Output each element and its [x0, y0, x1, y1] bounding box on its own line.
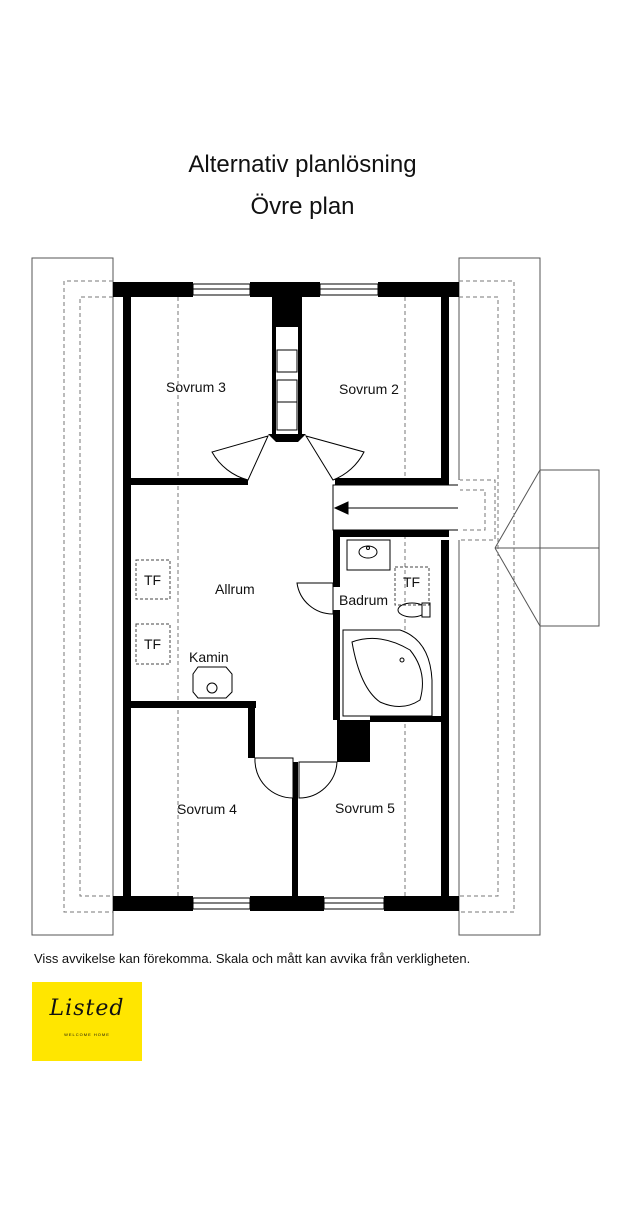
fireplace-icon: [192, 666, 233, 699]
windows: [192, 283, 385, 910]
tf-label: TF: [144, 636, 161, 652]
plan-subtitle: Övre plan: [250, 193, 355, 220]
disclaimer-text: Viss avvikelse kan förekomma. Skala och …: [34, 951, 471, 966]
bathroom-fixtures: [342, 539, 433, 717]
room-label-sovrum-2: Sovrum 2: [339, 381, 399, 397]
logo-wordmark: Listed: [49, 996, 125, 1021]
walls: [113, 282, 459, 911]
room-label-badrum: Badrum: [339, 592, 388, 608]
roof-dashed-lines: [63, 280, 515, 913]
logo-tagline: WELCOME HOME: [64, 1032, 110, 1037]
listed-logo: Listed WELCOME HOME: [32, 982, 142, 1061]
floor-plan: Sovrum 3 Sovrum 2 Allrum Badrum Kamin So…: [31, 257, 600, 936]
tf-label: TF: [144, 572, 161, 588]
stairs: [332, 480, 460, 540]
room-label-sovrum-5: Sovrum 5: [335, 800, 395, 816]
plan-title: Alternativ planlösning: [188, 151, 417, 178]
toilet-icon: [397, 602, 431, 618]
doors: [211, 435, 365, 799]
room-label-allrum: Allrum: [215, 581, 255, 597]
tf-label: TF: [403, 574, 420, 590]
chimney-inner: [276, 349, 298, 431]
room-label-sovrum-3: Sovrum 3: [166, 379, 226, 395]
roof-outline: [31, 257, 600, 936]
room-label-kamin: Kamin: [189, 649, 229, 665]
bathtub-icon: [342, 629, 433, 717]
room-label-sovrum-4: Sovrum 4: [177, 801, 237, 817]
tf-boxes: [135, 559, 430, 665]
